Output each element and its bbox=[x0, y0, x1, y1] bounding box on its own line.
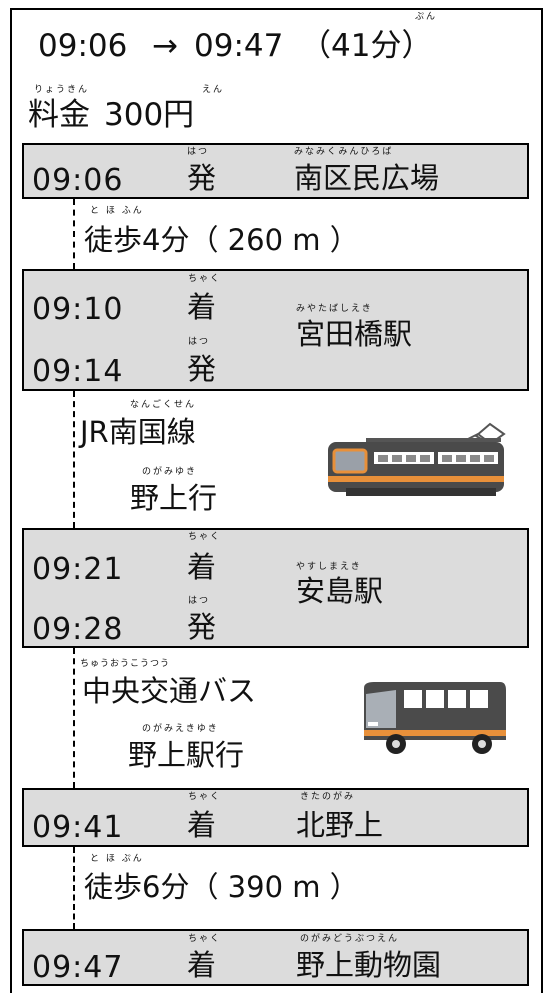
depart-time: 09:06 bbox=[38, 28, 128, 64]
route-line bbox=[73, 648, 75, 788]
route-line bbox=[73, 847, 75, 929]
stop3-dep-time: 09:28 bbox=[32, 612, 124, 647]
stop2-arr-time: 09:10 bbox=[32, 292, 124, 327]
stop3-name: 安島駅 bbox=[296, 574, 384, 608]
stop-box-4 bbox=[22, 788, 529, 847]
stop2-arr-ruby: ちゃく bbox=[188, 274, 222, 284]
stop5-name-ruby: のがみどうぶつえん bbox=[300, 934, 400, 944]
stop3-name-ruby: やすしまえき bbox=[296, 562, 362, 572]
walk2-text: 徒歩6分（ 390 m ） bbox=[84, 870, 359, 904]
stop2-arr-mark: 着 bbox=[187, 290, 217, 324]
fare-label: 料金 bbox=[28, 97, 90, 133]
stop4-mark-ruby: ちゃく bbox=[188, 792, 222, 802]
bus-line: 中央交通バス bbox=[82, 674, 257, 708]
stop3-arr-ruby: ちゃく bbox=[188, 532, 222, 542]
walk1-ruby: と ほ ふん bbox=[90, 206, 144, 216]
bus-dest: 野上駅行 bbox=[128, 738, 245, 772]
stop-box-5 bbox=[22, 929, 529, 986]
train-dest-ruby: のがみゆき bbox=[142, 467, 198, 477]
stop1-name: 南区民広場 bbox=[294, 161, 440, 195]
stop2-name-ruby: みやたばしえき bbox=[296, 304, 373, 314]
stop2-dep-ruby: はつ bbox=[188, 337, 211, 347]
route-panel bbox=[10, 8, 543, 993]
walk2-ruby: と ほ ぷん bbox=[90, 854, 144, 864]
bus-line-ruby: ちゅうおうこうつう bbox=[80, 659, 171, 669]
stop3-arr-time: 09:21 bbox=[32, 552, 124, 587]
fare-ruby: りょうきん bbox=[34, 85, 90, 95]
train-line-ruby: なんごくせん bbox=[130, 400, 197, 410]
stop4-time: 09:41 bbox=[32, 810, 124, 845]
stop3-arr-mark: 着 bbox=[187, 550, 217, 584]
train-dest: 野上行 bbox=[130, 481, 218, 515]
bus-dest-ruby: のがみえきゆき bbox=[142, 724, 219, 734]
stop1-mark-ruby: はつ bbox=[187, 147, 210, 157]
arrow: → bbox=[152, 28, 178, 64]
stop5-mark-ruby: ちゃく bbox=[188, 934, 222, 944]
train-line: JR南国線 bbox=[80, 415, 196, 449]
stop1-time: 09:06 bbox=[32, 163, 124, 198]
arrive-time: 09:47 bbox=[194, 28, 284, 64]
stop2-name: 宮田橋駅 bbox=[296, 317, 413, 351]
stop4-mark: 着 bbox=[187, 808, 217, 842]
route-line bbox=[73, 391, 75, 528]
stop3-dep-ruby: はつ bbox=[188, 596, 211, 606]
stop2-dep-time: 09:14 bbox=[32, 354, 124, 389]
stop-box-1 bbox=[22, 143, 529, 199]
fare-value: 300円 bbox=[104, 97, 195, 133]
stop1-name-ruby: みなみくみんひろば bbox=[294, 147, 394, 157]
duration: （41分） bbox=[300, 28, 433, 64]
train-icon bbox=[328, 422, 506, 496]
stop-box-2 bbox=[22, 269, 529, 391]
duration-ruby: ぷん bbox=[415, 12, 438, 22]
bus-icon bbox=[364, 682, 506, 754]
stop2-dep-mark: 発 bbox=[187, 352, 217, 386]
walk1-text: 徒歩4分（ 260 m ） bbox=[84, 223, 359, 257]
stop4-name: 北野上 bbox=[296, 808, 384, 842]
stop1-mark: 発 bbox=[187, 161, 217, 195]
stop4-name-ruby: きたのがみ bbox=[300, 792, 356, 802]
stop5-time: 09:47 bbox=[32, 950, 124, 985]
yen-ruby: えん bbox=[202, 85, 225, 95]
stop5-mark: 着 bbox=[187, 948, 217, 982]
stop5-name: 野上動物園 bbox=[296, 948, 442, 982]
stop3-dep-mark: 発 bbox=[187, 610, 217, 644]
route-line bbox=[73, 199, 75, 269]
stop-box-3 bbox=[22, 528, 529, 648]
